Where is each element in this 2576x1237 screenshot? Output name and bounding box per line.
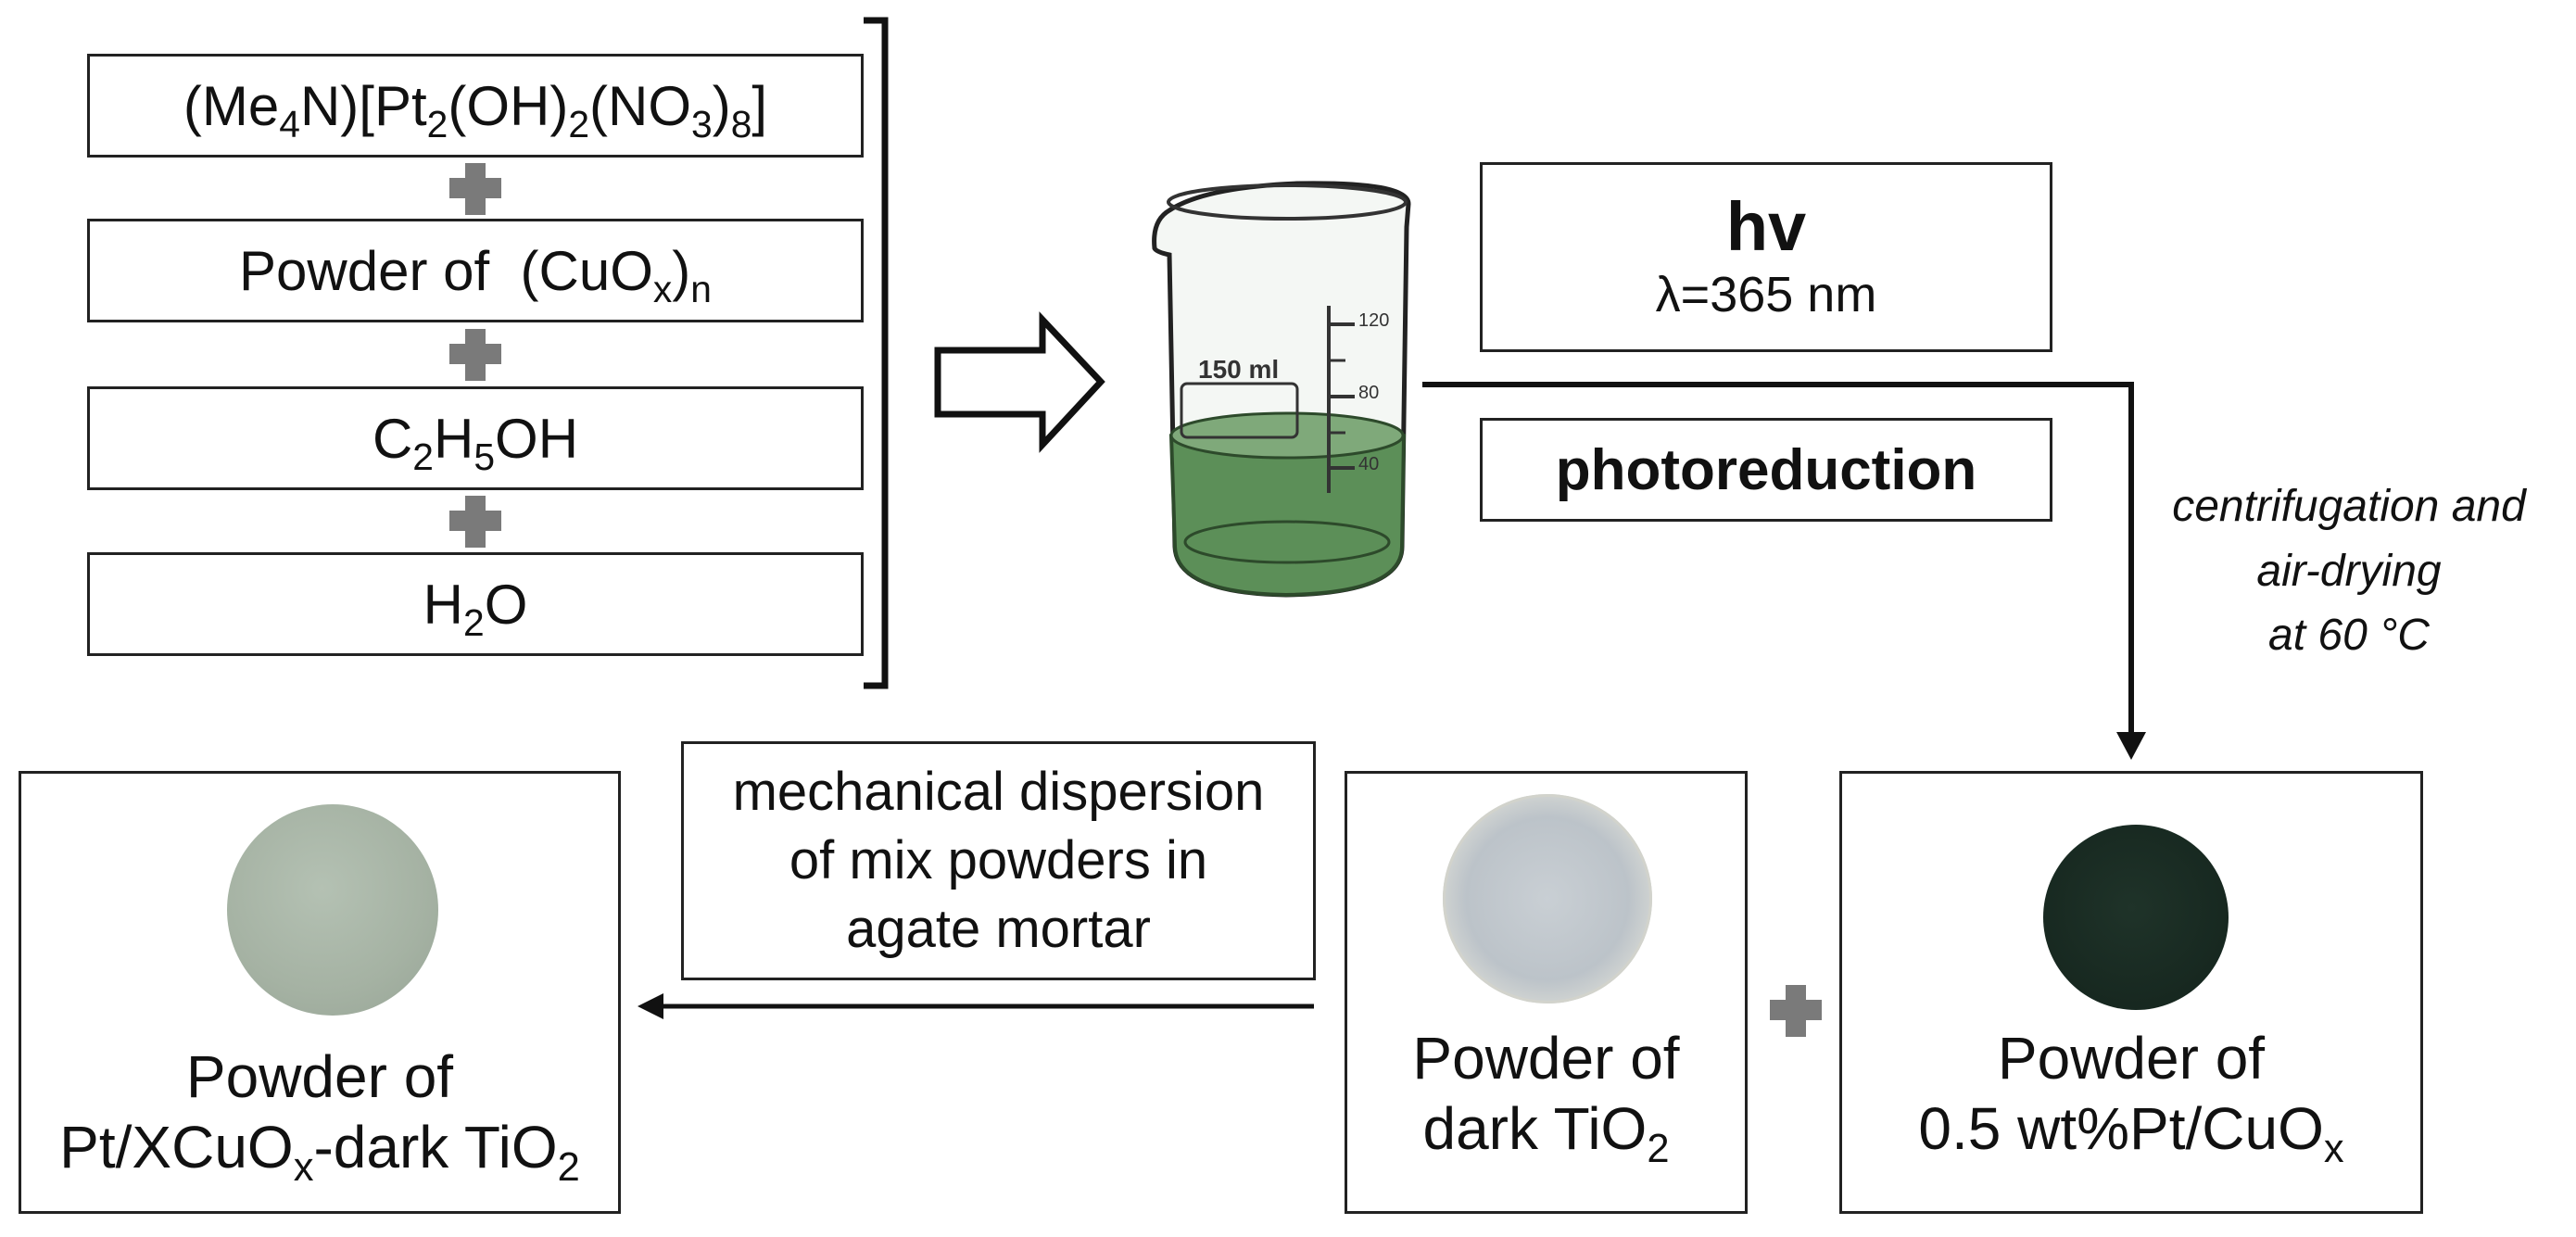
ptcuox-powder-sample — [2043, 825, 2229, 1010]
beaker-mark-40: 40 — [1358, 454, 1379, 474]
reagent-box-pt-complex: (Me4N)[Pt2(OH)2(NO3)8] — [87, 54, 864, 158]
grouping-bracket — [864, 17, 889, 689]
caption-line: Powder of — [185, 1043, 454, 1110]
note-line: mechanical dispersion — [732, 761, 1265, 822]
tio2-powder-box: Powder of dark TiO2 — [1345, 771, 1748, 1214]
reagent-box-ethanol: C2H5OH — [87, 386, 864, 490]
beaker-mark-120: 120 — [1358, 310, 1389, 331]
note-line: centrifugation and — [2172, 482, 2526, 531]
hv-title: hv — [1725, 188, 1807, 266]
ptcuox-powder-caption: Powder of 0.5 wt%Pt/CuOx — [1842, 1024, 2420, 1171]
ptcuox-powder-box: Powder of 0.5 wt%Pt/CuOx — [1839, 771, 2423, 1214]
plus-icon — [1770, 985, 1822, 1037]
arrow-head-left-icon — [638, 993, 663, 1019]
note-line: at 60 °C — [2268, 611, 2430, 661]
water-formula: H2O — [423, 573, 528, 644]
reagent-box-water: H2O — [87, 552, 864, 656]
wavelength-label: λ=365 nm — [1655, 266, 1877, 322]
note-line: air-drying — [2256, 546, 2442, 596]
photoreduction-label: photoreduction — [1555, 437, 1977, 502]
final-powder-caption: Powder of Pt/XCuOx-dark TiO2 — [21, 1042, 618, 1190]
arrow-head-icon — [2116, 732, 2146, 760]
plus-icon — [449, 496, 501, 548]
beaker-icon: 120 80 40 150 ml — [1152, 181, 1411, 598]
mechanical-dispersion-box: mechanical dispersion of mix powders in … — [681, 741, 1316, 980]
caption-line: Powder of — [1997, 1025, 2266, 1092]
caption-line: Powder of — [1412, 1025, 1680, 1092]
hollow-arrow-icon — [934, 311, 1105, 453]
beaker-volume-label: 150 ml — [1198, 355, 1279, 384]
plus-icon — [449, 163, 501, 215]
tio2-powder-sample — [1443, 794, 1652, 1003]
final-powder-box: Powder of Pt/XCuOx-dark TiO2 — [19, 771, 621, 1214]
note-line: agate mortar — [846, 899, 1151, 960]
photoreduction-box: photoreduction — [1480, 418, 2052, 522]
reagent-box-cuox: Powder of (CuOx)n — [87, 219, 864, 322]
plus-icon — [449, 329, 501, 381]
pt-complex-formula: (Me4N)[Pt2(OH)2(NO3)8] — [183, 74, 768, 145]
centrifugation-note: centrifugation and air-drying at 60 °C — [2131, 474, 2567, 668]
caption-line: 0.5 wt%Pt/CuOx — [1918, 1094, 2344, 1171]
caption-line: Pt/XCuOx-dark TiO2 — [59, 1113, 580, 1190]
process-arrow-line — [1422, 382, 2134, 741]
tio2-powder-caption: Powder of dark TiO2 — [1347, 1024, 1745, 1171]
caption-line: dark TiO2 — [1422, 1094, 1670, 1171]
hv-box: hv λ=365 nm — [1480, 162, 2052, 352]
beaker-mark-80: 80 — [1358, 383, 1379, 403]
note-line: of mix powders in — [789, 829, 1208, 890]
ethanol-formula: C2H5OH — [372, 407, 579, 478]
cuox-formula: Powder of (CuOx)n — [239, 239, 712, 310]
final-powder-sample — [227, 804, 438, 1016]
